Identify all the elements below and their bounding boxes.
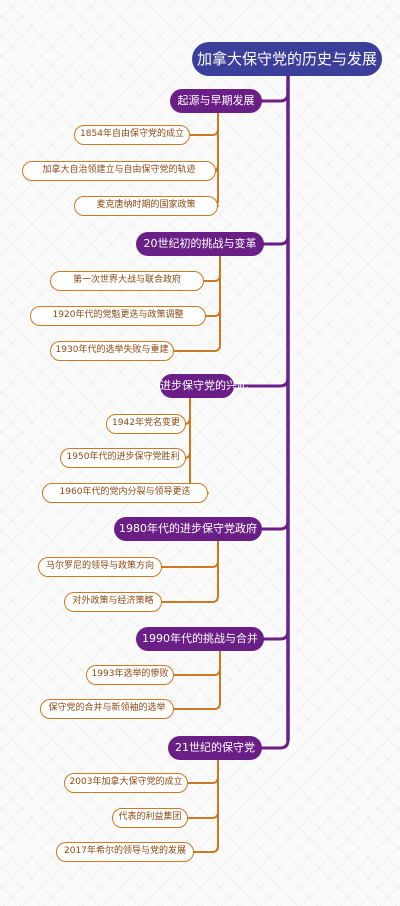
branch-topic[interactable]: 起源与早期发展 (170, 89, 262, 113)
connector-line (173, 702, 221, 710)
leaf-topic[interactable]: 2003年加拿大保守党的成立 (64, 773, 188, 793)
root-topic[interactable]: 加拿大保守党的历史与发展 (192, 42, 382, 76)
leaf-topic[interactable]: 麦克唐纳时期的国家政策 (74, 196, 218, 216)
leaf-topic[interactable]: 1930年代的选举失败与重建 (50, 341, 174, 361)
branch-topic[interactable]: 20世纪初的挑战与变革 (136, 232, 264, 256)
connector-line (203, 274, 221, 282)
connector-line (262, 629, 290, 641)
connector-line (187, 811, 219, 819)
connector-line (260, 519, 290, 531)
leaf-topic[interactable]: 加拿大自治领建立与自由保守党的轨迹 (22, 161, 216, 181)
leaf-topic[interactable]: 1854年自由保守党的成立 (74, 125, 190, 145)
connector-line (262, 234, 290, 246)
branch-topic[interactable]: 21世纪的保守党 (168, 736, 262, 760)
connector-line (161, 560, 219, 568)
connector-line (189, 128, 219, 136)
connector-line (173, 668, 221, 676)
connector-line (260, 738, 290, 750)
leaf-topic[interactable]: 马尔罗尼的领导与政策方向 (38, 557, 162, 577)
branch-topic[interactable]: 进步保守党的兴起 (160, 374, 248, 398)
connector-line (260, 91, 290, 103)
leaf-topic[interactable]: 2017年希尔的领导与党的发展 (56, 842, 194, 862)
connector-line (232, 376, 290, 388)
connector-line (205, 309, 221, 317)
leaf-topic[interactable]: 代表的利益集团 (112, 808, 188, 828)
leaf-topic[interactable]: 1920年代的党魁更迭与政策调整 (30, 306, 206, 326)
connector-line (161, 595, 219, 603)
leaf-topic[interactable]: 1950年代的进步保守党胜利 (60, 448, 186, 468)
branch-topic[interactable]: 1980年代的进步保守党政府 (114, 517, 262, 541)
leaf-topic[interactable]: 1942年党名变更 (106, 414, 186, 434)
connector-line (187, 776, 219, 784)
leaf-topic[interactable]: 对外政策与经济策略 (64, 592, 162, 612)
leaf-topic[interactable]: 保守党的合并与新领袖的选举 (40, 699, 174, 719)
leaf-topic[interactable]: 第一次世界大战与联合政府 (50, 271, 204, 291)
leaf-topic[interactable]: 1993年选举的惨败 (86, 665, 174, 685)
leaf-topic[interactable]: 1960年代的党内分裂与领导更迭 (42, 483, 208, 503)
connector-line (173, 344, 221, 352)
branch-topic[interactable]: 1990年代的挑战与合并 (136, 627, 264, 651)
connector-line (193, 845, 219, 853)
